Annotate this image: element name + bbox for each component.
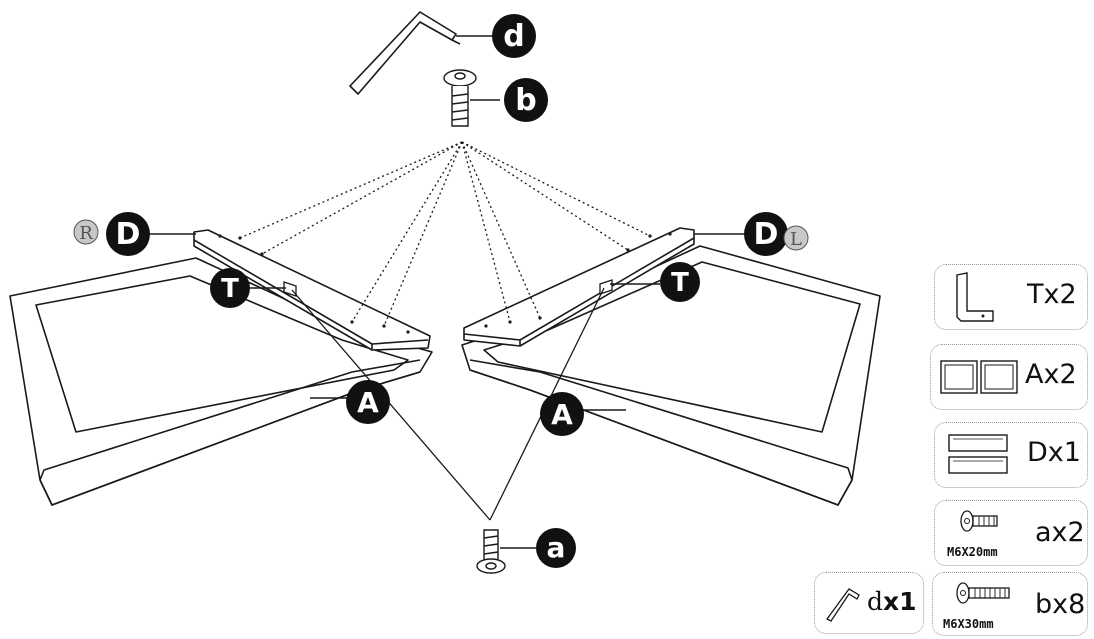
part-qty: x1 <box>1047 437 1081 468</box>
svg-text:T: T <box>221 274 239 304</box>
part-box-a: M6X20mm ax2 <box>934 500 1088 566</box>
callout-T-right: T <box>660 262 700 302</box>
part-letter: b <box>1035 589 1053 620</box>
part-box-A: Ax2 <box>930 344 1088 410</box>
svg-text:A: A <box>551 398 573 431</box>
part-box-T: Tx2 <box>934 264 1088 330</box>
part-qty: x2 <box>1051 517 1085 548</box>
part-box-b: M6X30mm bx8 <box>932 572 1088 636</box>
svg-text:T: T <box>671 268 689 298</box>
svg-text:D: D <box>754 217 779 252</box>
part-letter: D <box>1027 437 1048 468</box>
svg-text:b: b <box>515 83 536 118</box>
callout-D-right: D <box>744 212 788 256</box>
part-letter: a <box>1035 517 1052 548</box>
svg-text:A: A <box>357 386 379 419</box>
l-bracket-icon <box>956 272 994 322</box>
part-box-d: dx1 <box>814 572 924 634</box>
svg-text:L: L <box>790 229 802 250</box>
part-qty: x2 <box>1043 279 1077 310</box>
svg-text:R: R <box>79 223 93 244</box>
short-screw-icon <box>960 510 998 532</box>
callout-a: a <box>536 528 576 568</box>
screw-b-guide-lines <box>239 141 651 327</box>
part-letter: T <box>1027 279 1044 310</box>
stand-legs-icon <box>940 360 1018 394</box>
callout-A-right: A <box>540 392 584 436</box>
part-spec: M6X20mm <box>947 545 998 559</box>
long-screw-icon <box>956 582 1010 604</box>
hex-key-icon <box>349 11 461 95</box>
part-letter: A <box>1025 359 1044 390</box>
callout-T-left: T <box>210 268 250 308</box>
side-badge-right: R <box>73 219 99 245</box>
brace-bars-icon <box>948 434 1008 474</box>
svg-text:d: d <box>503 19 524 54</box>
left-bracket-bar <box>193 229 431 351</box>
screw-b-icon <box>443 69 477 127</box>
part-spec: M6X30mm <box>943 617 994 631</box>
hex-key-icon <box>826 588 860 622</box>
part-qty: x1 <box>883 587 917 616</box>
side-badge-left: L <box>783 225 809 251</box>
part-qty: x8 <box>1052 589 1086 620</box>
right-bracket-bar <box>463 227 695 347</box>
callout-A-left: A <box>346 380 390 424</box>
part-qty: x2 <box>1043 359 1077 390</box>
part-box-D: Dx1 <box>934 422 1088 488</box>
screw-a-icon <box>476 529 506 574</box>
part-letter: d <box>867 587 884 616</box>
callout-b: b <box>504 78 548 122</box>
callout-d: d <box>492 14 536 58</box>
callout-D-left: D <box>106 212 150 256</box>
svg-text:a: a <box>547 531 566 564</box>
svg-text:D: D <box>116 217 141 252</box>
